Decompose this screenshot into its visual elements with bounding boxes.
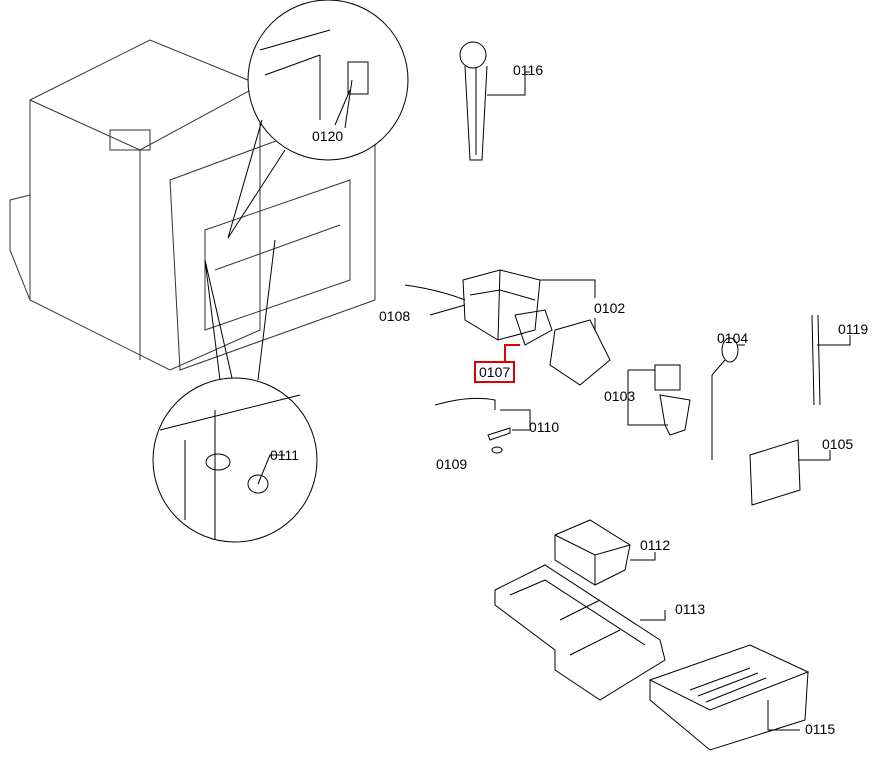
part-0113-shape <box>494 564 666 701</box>
part-0105-shape <box>749 439 831 506</box>
leader-0107 <box>504 344 520 362</box>
part-label-0112[interactable]: 0112 <box>640 537 671 553</box>
part-label-0116[interactable]: 0116 <box>513 62 544 78</box>
part-label-0108[interactable]: 0108 <box>379 308 411 324</box>
part-label-0102[interactable]: 0102 <box>594 300 626 316</box>
part-0112-shape <box>554 519 656 586</box>
part-label-0105[interactable]: 0105 <box>822 436 854 452</box>
part-label-0107-highlighted[interactable]: 0107 <box>474 361 516 383</box>
part-label-0104[interactable]: 0104 <box>717 330 749 346</box>
part-0104-shape <box>711 337 745 460</box>
part-label-0110[interactable]: 0110 <box>529 419 560 435</box>
part-0116-shape <box>459 41 530 161</box>
part-0103-shape <box>627 364 691 436</box>
leader-0120 <box>334 89 351 126</box>
part-label-0120[interactable]: 0120 <box>312 128 344 144</box>
part-0115-shape <box>648 644 810 751</box>
part-0102-0108-shape <box>404 269 611 386</box>
part-label-0103[interactable]: 0103 <box>604 388 636 404</box>
part-label-0111[interactable]: 0111 <box>270 447 300 463</box>
part-0110-0109-shape <box>434 397 531 454</box>
part-label-0109[interactable]: 0109 <box>436 456 468 472</box>
magnifier-bottom <box>152 239 318 543</box>
magnifier-top <box>227 0 409 239</box>
part-label-0113[interactable]: 0113 <box>675 601 706 617</box>
part-label-0115[interactable]: 0115 <box>805 721 836 737</box>
part-label-0119[interactable]: 0119 <box>838 321 869 337</box>
part-0119-shape <box>811 314 851 406</box>
